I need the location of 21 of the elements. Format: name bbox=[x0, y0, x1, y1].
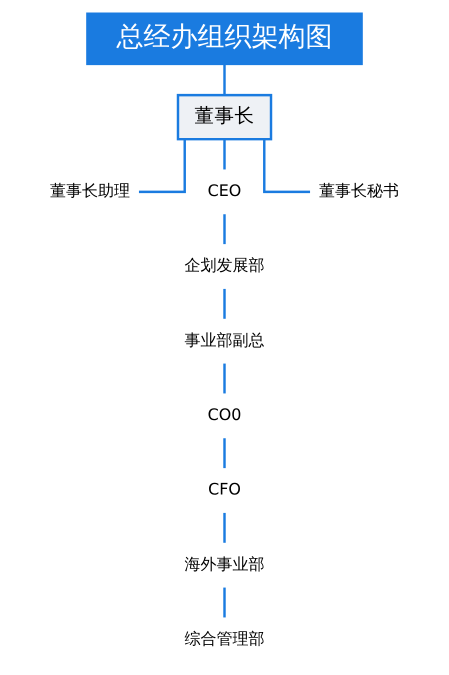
connector bbox=[223, 588, 226, 618]
node-text: CO0 bbox=[208, 405, 242, 424]
connector bbox=[138, 140, 186, 194]
node-text: 董事长秘书 bbox=[319, 181, 400, 200]
node-box: 总经办组织架构图 bbox=[86, 12, 363, 66]
connector bbox=[223, 140, 226, 170]
connector bbox=[223, 288, 226, 319]
node-text: CEO bbox=[208, 181, 242, 200]
node-text: 事业部副总 bbox=[184, 330, 264, 350]
node-text: 综合管理部 bbox=[184, 628, 264, 648]
connector bbox=[263, 140, 310, 194]
connector bbox=[223, 214, 226, 244]
node-text: CFO bbox=[208, 480, 241, 499]
node-text: 董事长助理 bbox=[50, 181, 130, 200]
connector bbox=[223, 364, 226, 394]
node-text: 海外事业部 bbox=[184, 554, 264, 574]
connector bbox=[223, 438, 226, 468]
connector bbox=[223, 512, 226, 543]
node-box: 董事长 bbox=[176, 94, 272, 140]
connector bbox=[223, 64, 226, 96]
node-text: 企划发展部 bbox=[184, 256, 264, 275]
